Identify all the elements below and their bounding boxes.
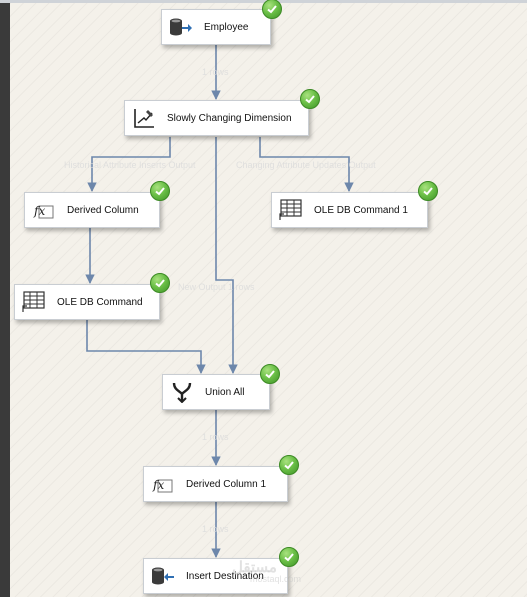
scd-icon [131, 105, 157, 131]
task-union-all[interactable]: Union All [162, 374, 270, 410]
window-left-edge [0, 0, 10, 597]
task-employee[interactable]: Employee [161, 9, 271, 45]
task-ole-db-command-1[interactable]: OLE DB Command 1 [271, 192, 428, 228]
flow-label-union-to-derived-column-1: 1 rows [202, 432, 229, 442]
fx-icon: fx [31, 197, 57, 223]
svg-text:fx: fx [152, 478, 164, 492]
flow-label-employee-to-scd: 1 rows [202, 67, 229, 77]
check-circle-icon [262, 0, 282, 19]
path-scd-to-derived-column[interactable] [87, 137, 171, 192]
task-slowly-changing-dimension[interactable]: Slowly Changing Dimension [124, 100, 309, 136]
task-label: Insert Destination [186, 570, 264, 582]
task-label: Derived Column 1 [186, 478, 267, 490]
check-circle-icon [150, 181, 170, 201]
flow-label-derived-column-1-to-destination: 1 rows [202, 524, 229, 534]
check-circle-icon [418, 181, 438, 201]
flow-label-scd-to-ole-db-command-1: Changing Attribute Updates Output [236, 160, 376, 170]
destination-icon [150, 563, 176, 589]
task-label: OLE DB Command 1 [314, 204, 408, 216]
path-scd-to-union-all[interactable] [215, 137, 238, 374]
task-derived-column-1[interactable]: fx Derived Column 1 [143, 466, 288, 502]
ole-db-command-icon [278, 197, 304, 223]
task-label: Union All [205, 386, 245, 398]
flow-label-scd-to-derived-column: Historical Attribute Inserts Output [64, 160, 196, 170]
fx-icon: fx [150, 471, 176, 497]
task-label: Employee [204, 21, 249, 33]
union-icon [169, 379, 195, 405]
path-ole-db-command-to-union-all[interactable] [86, 319, 206, 374]
check-circle-icon [150, 273, 170, 293]
check-circle-icon [279, 547, 299, 567]
source-icon [168, 14, 194, 40]
flow-label-scd-to-union-all: New Output 1 rows [178, 282, 255, 292]
task-derived-column[interactable]: fx Derived Column [24, 192, 160, 228]
watermark-url: mostaql.com [250, 574, 302, 584]
task-label: OLE DB Command [57, 296, 143, 308]
check-circle-icon [260, 364, 280, 384]
ole-db-command-icon [21, 289, 47, 315]
watermark-logo: مستقل [232, 559, 277, 576]
task-label: Derived Column [67, 204, 139, 216]
check-circle-icon [300, 89, 320, 109]
task-insert-destination[interactable]: Insert Destination [143, 558, 288, 594]
path-scd-to-ole-db-command-1[interactable] [259, 137, 354, 192]
svg-text:fx: fx [33, 204, 45, 218]
check-circle-icon [279, 455, 299, 475]
task-ole-db-command[interactable]: OLE DB Command [14, 284, 160, 320]
task-label: Slowly Changing Dimension [167, 112, 292, 124]
